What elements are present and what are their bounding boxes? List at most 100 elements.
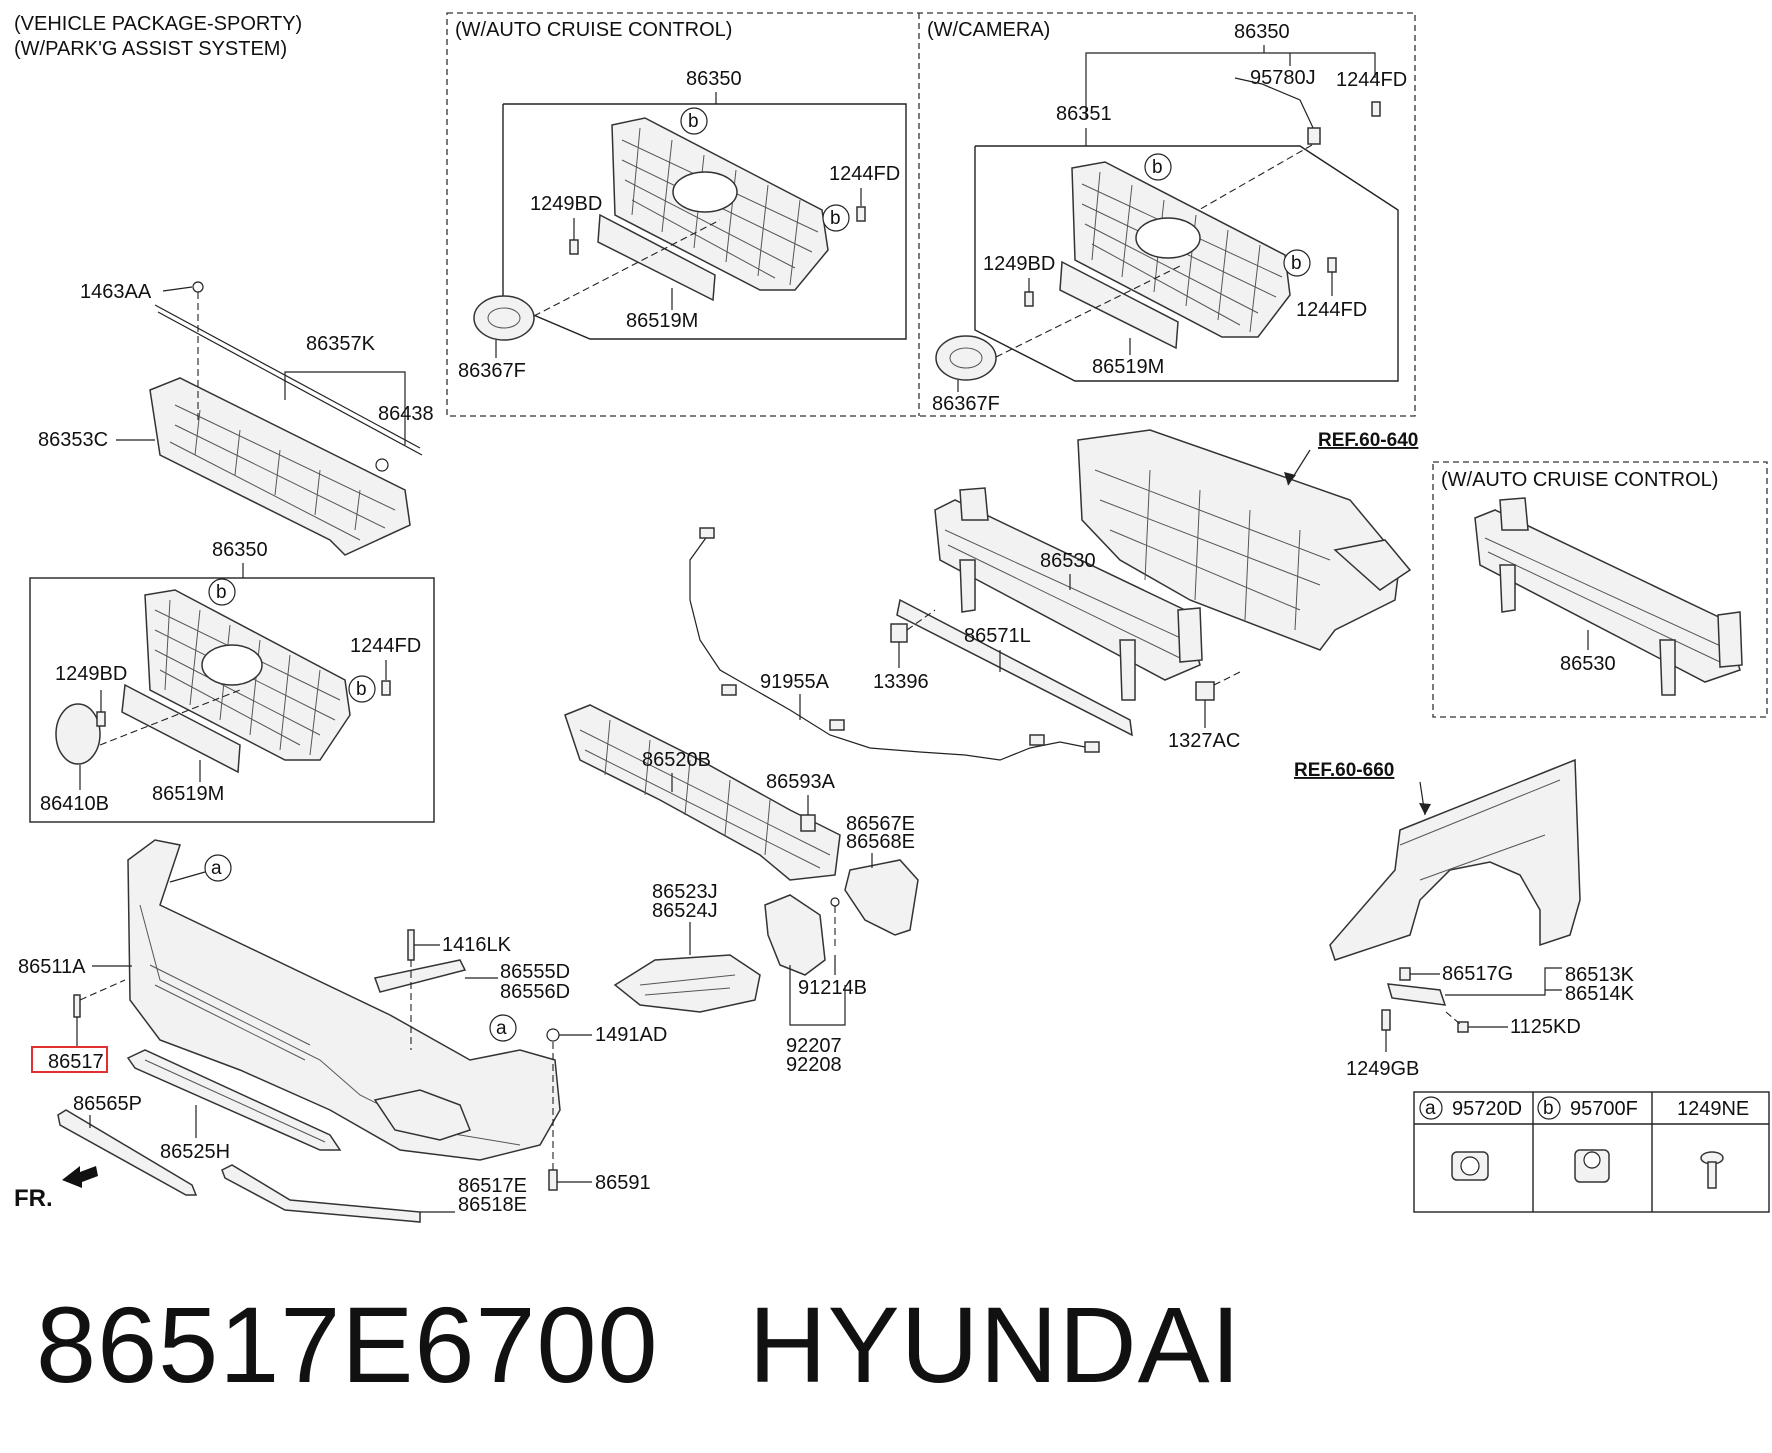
screw-1244FD-camera-top	[1371, 101, 1381, 117]
molding-86565P	[57, 1109, 198, 1196]
label-86357K: 86357K	[306, 333, 376, 355]
bulb-91214B	[830, 897, 840, 907]
ref-60-640: REF.60-640	[1318, 430, 1418, 451]
sensor-95720D-icon	[1451, 1151, 1489, 1181]
legend-letter-b: b	[1543, 1098, 1554, 1119]
harness-91955A	[689, 534, 1091, 761]
label-1249BD-cruise: 1249BD	[530, 193, 602, 215]
callout-b-left-1	[208, 578, 236, 606]
grille-86350-left	[144, 589, 351, 761]
callout-b-camera-2	[1283, 249, 1311, 277]
label-86511A: 86511A	[18, 956, 86, 978]
ref-60-660: REF.60-660	[1294, 760, 1394, 781]
emblem-86367F-camera	[935, 335, 997, 381]
label-86438: 86438	[378, 403, 434, 425]
label-1249BD-camera: 1249BD	[983, 253, 1055, 275]
label-1491AD: 1491AD	[595, 1024, 667, 1046]
label-86367F-camera: 86367F	[932, 393, 1000, 415]
svg-text:b: b	[1152, 157, 1163, 178]
label-91955A: 91955A	[760, 671, 830, 693]
fog-cover-86523J	[613, 954, 761, 1013]
label-1416LK: 1416LK	[442, 934, 512, 956]
label-1249GB: 1249GB	[1346, 1058, 1419, 1080]
label-86351: 86351	[1056, 103, 1112, 125]
label-13396: 13396	[873, 671, 929, 693]
legend-table	[1413, 1091, 1770, 1213]
svg-text:b: b	[216, 582, 227, 603]
clip-1491AD	[546, 1028, 560, 1042]
header-auto-cruise-right: (W/AUTO CRUISE CONTROL)	[1441, 469, 1718, 491]
label-1244FD-camera: 1244FD	[1296, 299, 1367, 321]
callout-b-left-2	[348, 675, 376, 703]
label-86519M-left: 86519M	[152, 783, 224, 805]
label-86410B: 86410B	[40, 793, 109, 815]
legend-part-95700F: 95700F	[1570, 1098, 1638, 1120]
label-86350-left: 86350	[212, 539, 268, 561]
caption-brand: HYUNDAI	[748, 1284, 1242, 1405]
radiator-support	[1077, 429, 1412, 651]
label-86517E: 86517E	[458, 1175, 527, 1197]
label-1249BD-left: 1249BD	[55, 663, 127, 685]
header-sporty-line2: (W/PARK'G ASSIST SYSTEM)	[14, 38, 287, 60]
grille-86350-camera	[1071, 161, 1291, 338]
label-fr: FR.	[14, 1185, 53, 1212]
grille-support-86353C	[149, 377, 411, 556]
callout-b-cruise-2	[822, 204, 850, 232]
sensor-95700F-icon	[1574, 1149, 1610, 1183]
screw-1249BD-cruise	[569, 239, 579, 255]
caption-part-number: 86517E6700	[36, 1284, 659, 1405]
screw-86591	[548, 1169, 558, 1191]
label-91214B: 91214B	[798, 977, 867, 999]
svg-text:b: b	[688, 111, 699, 132]
clip-86517G	[1399, 967, 1411, 981]
screw-1249NE-icon	[1700, 1151, 1724, 1189]
screw-1249GB	[1381, 1009, 1391, 1031]
highlight-86517	[31, 1046, 108, 1073]
label-86568E: 86568E	[846, 831, 915, 853]
camera-bracket-95780J	[1234, 77, 1316, 133]
callout-b-cruise-1	[680, 107, 708, 135]
label-95780J: 95780J	[1250, 67, 1316, 89]
screw-1249BD-camera	[1024, 291, 1034, 307]
legend-callout-a	[1419, 1096, 1443, 1120]
box-optional-grilles	[446, 12, 1416, 417]
bolt-86517	[73, 994, 81, 1018]
bracket-86519M-cruise	[597, 213, 716, 302]
absorber-86571L	[896, 598, 1133, 737]
label-86567E: 86567E	[846, 813, 915, 835]
nut-13396	[890, 623, 908, 643]
label-1244FD-cruise: 1244FD	[829, 163, 900, 185]
svg-text:a: a	[211, 858, 222, 879]
box-grille-left	[29, 577, 435, 823]
legend-part-1249NE: 1249NE	[1677, 1098, 1749, 1120]
label-86591: 86591	[595, 1172, 651, 1194]
seal-strip-86357K	[154, 304, 421, 449]
bracket-86519M-camera	[1059, 260, 1179, 350]
label-86524J: 86524J	[652, 900, 718, 922]
box-auto-cruise-right	[1432, 461, 1768, 718]
label-86514K: 86514K	[1565, 983, 1635, 1005]
label-86519M-cruise: 86519M	[626, 310, 698, 332]
legend-part-95720D: 95720D	[1452, 1098, 1522, 1120]
svg-text:a: a	[496, 1018, 507, 1039]
fog-lamp-92207	[764, 894, 826, 976]
screw-1244FD-left	[381, 680, 391, 696]
screw-1244FD-camera	[1327, 257, 1337, 273]
label-86520B: 86520B	[642, 749, 711, 771]
label-86350-cruise: 86350	[686, 68, 742, 90]
label-86556D: 86556D	[500, 981, 570, 1003]
screw-1416LK	[407, 929, 415, 961]
clip-86593A	[800, 814, 816, 832]
label-1327AC: 1327AC	[1168, 730, 1240, 752]
skid-plate-86517E	[221, 1164, 421, 1223]
label-86518E: 86518E	[458, 1194, 527, 1216]
label-1244FD-camera-top: 1244FD	[1336, 69, 1407, 91]
label-1463AA: 1463AA	[80, 281, 152, 303]
label-86523J: 86523J	[652, 881, 718, 903]
bracket-86567E	[844, 859, 919, 936]
clip-1463AA	[192, 281, 204, 293]
box-grille-camera	[974, 145, 1399, 382]
bumper-carrier-86520B	[564, 704, 841, 881]
svg-text:b: b	[356, 679, 367, 700]
